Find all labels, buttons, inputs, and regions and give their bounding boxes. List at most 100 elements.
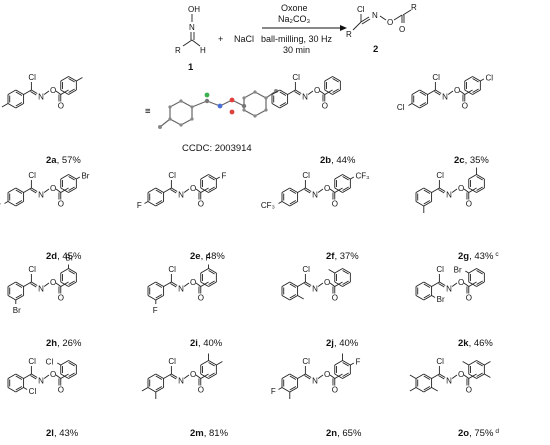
imine-n-label: N [312,285,318,294]
imine-n-label: N [178,191,184,200]
carbonyl-o-label: O [466,200,472,209]
ester-o-label: O [190,184,196,193]
compound-id: 2e [190,251,201,262]
imidoyl-cl-label: Cl [28,73,36,82]
imine-n-label: N [178,377,184,386]
compound-yield: , 81% [204,428,229,439]
compound-yield: , 37% [334,251,359,262]
imine-n-label: N [312,377,318,386]
cl-atom-label: Cl [397,103,405,112]
caption-2i: 2i, 40% [190,338,223,349]
imine-n-label: N [446,191,452,200]
caption-2c: 2c, 35% [454,155,489,166]
compound-yield: , 75% [469,428,494,439]
ccdc-number: CCDC: 2003914 [182,143,252,154]
compound-id: 2f [326,251,335,262]
condition-oxone: Oxone [281,3,308,13]
caption-2e: 2e, 48% [190,251,225,262]
reactant-compound-number: 1 [188,62,194,73]
imine-n-label: N [446,285,452,294]
compound-id: 2d [46,251,57,262]
product-compound-number: 2 [373,44,378,55]
imidoyl-cl-label: Cl [28,171,36,180]
ester-o-label: O [190,370,196,379]
br-atom-label: Br [66,254,74,263]
carbonyl-o-label: O [466,386,472,395]
imidoyl-cl-label: Cl [436,265,444,274]
imine-n-label: N [38,93,44,102]
carbonyl-o-label: O [332,386,338,395]
cl-atom-label: Cl [29,387,37,396]
compound-yield: , 43% [54,428,79,439]
cl-atom-label: Cl [46,358,54,367]
condition-ball-milling: ball-milling, 30 Hz [261,34,333,44]
caption-2f: 2f, 37% [326,251,359,262]
imidoyl-cl-label: Cl [302,357,310,366]
ester-o-label: O [458,370,464,379]
cf3-group-label: CF₃ [355,172,369,181]
product-n-label: N [372,11,378,20]
compound-id: 2h [46,338,57,349]
ester-o-label: O [50,86,56,95]
compound-id: 2i [190,338,198,349]
compound-yield: , 44% [331,155,356,166]
footnote-marker: c [495,251,499,258]
compound-id: 2m [190,428,204,439]
condition-time: 30 min [283,45,310,55]
carbonyl-o-label: O [58,102,64,111]
ester-o-label: O [324,278,330,287]
f-atom-label: F [271,387,276,396]
carbonyl-o-label: O [198,200,204,209]
imidoyl-cl-label: Cl [28,265,36,274]
imidoyl-cl-label: Cl [432,73,440,82]
f-atom-label: F [206,254,211,263]
ester-o-label: O [50,370,56,379]
imine-n-label: N [442,93,448,102]
ester-o-label: O [454,86,460,95]
compound-id: 2g [458,251,469,262]
carbonyl-o-label: O [322,102,328,111]
plus-sign: + [218,34,223,44]
ester-o-label: O [324,184,330,193]
cf3-group-label: CF₃ [261,201,275,210]
imidoyl-cl-label: Cl [436,171,444,180]
compound-id: 2o [458,428,469,439]
carbonyl-o-label: O [332,200,338,209]
br-atom-label: Br [81,172,89,181]
imine-n-label: N [178,285,184,294]
imidoyl-cl-label: Cl [292,73,300,82]
compound-yield: , 35% [465,155,490,166]
compound-yield: , 40% [334,338,359,349]
compound-yield: , 65% [337,428,362,439]
crystal-structure: ≡ CCDC: 2003914 [145,89,278,154]
compound-yield: , 43% [469,251,494,262]
ester-o-label: O [324,370,330,379]
imine-n-label: N [38,285,44,294]
compound-yield: , 45% [57,251,82,262]
product-o2-label: O [399,25,405,34]
carbonyl-o-label: O [198,294,204,303]
f-atom-label: F [221,172,226,181]
compound-yield: , 46% [469,338,494,349]
imidoyl-cl-label: Cl [168,265,176,274]
f-atom-label: F [355,358,360,367]
caption-2a: 2a, 57% [46,155,81,166]
carbonyl-o-label: O [58,386,64,395]
compound-id: 2n [326,428,337,439]
br-atom-label: Br [454,266,462,275]
condition-base: Na₂CO₃ [278,14,310,24]
ester-o-label: O [50,184,56,193]
product-cl-label: Cl [357,5,365,14]
f-atom-label: F [153,306,158,315]
compound-id: 2b [320,155,331,166]
compound-id: 2a [46,155,57,166]
carbonyl-o-label: O [58,294,64,303]
reactant-n-label: N [189,23,195,32]
